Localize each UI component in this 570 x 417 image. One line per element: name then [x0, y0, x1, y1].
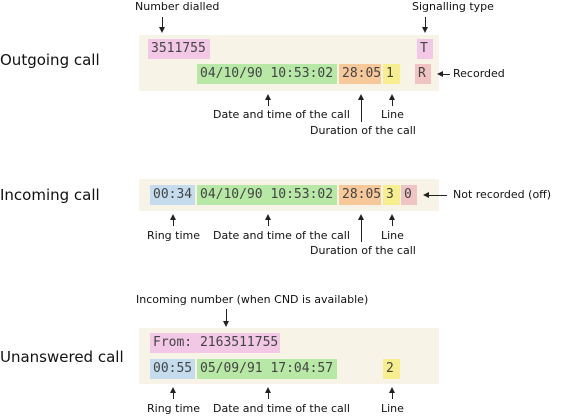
- unanswered-from-field: From: 2163511755: [150, 333, 280, 353]
- arrow-unanswered-datetime: [268, 393, 269, 399]
- label-outgoing-line: Line: [381, 108, 404, 121]
- incoming-datetime-field: 04/10/90 10:53:02: [197, 185, 337, 205]
- outgoing-line-field: 1: [383, 64, 400, 84]
- arrow-signalling-type: [425, 17, 426, 27]
- label-incoming-ring: Ring time: [147, 229, 201, 242]
- unanswered-ring-field: 00:55: [150, 359, 195, 379]
- label-unanswered-datetime: Date and time of the call: [213, 402, 350, 415]
- arrowhead-incoming-ring: [170, 214, 176, 220]
- unanswered-line-field: 2: [383, 359, 400, 379]
- incoming-record-field: 0: [401, 185, 417, 205]
- label-recorded: Recorded: [453, 67, 505, 80]
- arrow-not-recorded: [429, 195, 447, 196]
- arrowhead-outgoing-line: [389, 94, 395, 100]
- outgoing-record-field: R: [415, 64, 431, 84]
- outgoing-datetime-field: 04/10/90 10:53:02: [197, 64, 337, 84]
- section-unanswered-call: Unanswered call: [0, 348, 124, 366]
- arrow-incoming-number: [226, 309, 227, 321]
- arrowhead-number-dialled: [159, 27, 165, 33]
- unanswered-datetime-field: 05/09/91 17:04:57: [197, 359, 337, 379]
- arrowhead-incoming-line: [389, 214, 395, 220]
- arrow-outgoing-duration: [361, 100, 362, 122]
- label-number-dialled: Number dialled: [135, 0, 220, 13]
- arrowhead-incoming-datetime: [265, 214, 271, 220]
- arrowhead-unanswered-line: [389, 387, 395, 393]
- section-outgoing-call: Outgoing call: [0, 51, 100, 69]
- label-incoming-duration: Duration of the call: [310, 244, 416, 257]
- label-outgoing-datetime: Date and time of the call: [213, 108, 350, 121]
- arrowhead-signalling-type: [422, 27, 428, 33]
- arrowhead-unanswered-datetime: [265, 387, 271, 393]
- arrow-incoming-duration: [361, 220, 362, 242]
- arrow-unanswered-line: [392, 393, 393, 399]
- label-unanswered-line: Line: [381, 402, 404, 415]
- arrow-number-dialled: [162, 17, 163, 27]
- label-not-recorded: Not recorded (off): [453, 188, 552, 201]
- arrowhead-not-recorded: [423, 192, 429, 198]
- outgoing-signalling-field: T: [417, 39, 433, 59]
- label-incoming-number: Incoming number (when CND is available): [136, 293, 369, 306]
- arrowhead-recorded: [437, 71, 443, 77]
- label-incoming-datetime: Date and time of the call: [213, 229, 350, 242]
- arrowhead-unanswered-ring: [170, 387, 176, 393]
- incoming-line-field: 3: [383, 185, 400, 205]
- arrow-incoming-datetime: [268, 220, 269, 226]
- outgoing-number-field: 3511755: [148, 39, 210, 59]
- arrow-outgoing-datetime: [268, 100, 269, 106]
- label-unanswered-ring: Ring time: [147, 402, 201, 415]
- arrow-unanswered-ring: [173, 393, 174, 399]
- label-incoming-line: Line: [381, 229, 404, 242]
- arrow-incoming-line: [392, 220, 393, 226]
- arrowhead-incoming-number: [223, 321, 229, 327]
- outgoing-duration-field: 28:05: [339, 64, 381, 84]
- label-outgoing-duration: Duration of the call: [310, 124, 416, 137]
- arrowhead-outgoing-datetime: [265, 94, 271, 100]
- arrow-outgoing-line: [392, 100, 393, 106]
- label-signalling-type: Signalling type: [412, 0, 494, 13]
- incoming-ring-field: 00:34: [150, 185, 195, 205]
- arrow-recorded: [443, 74, 450, 75]
- arrow-incoming-ring: [173, 220, 174, 226]
- section-incoming-call: Incoming call: [0, 186, 100, 204]
- incoming-duration-field: 28:05: [339, 185, 381, 205]
- arrowhead-outgoing-duration: [358, 94, 364, 100]
- arrowhead-incoming-duration: [358, 214, 364, 220]
